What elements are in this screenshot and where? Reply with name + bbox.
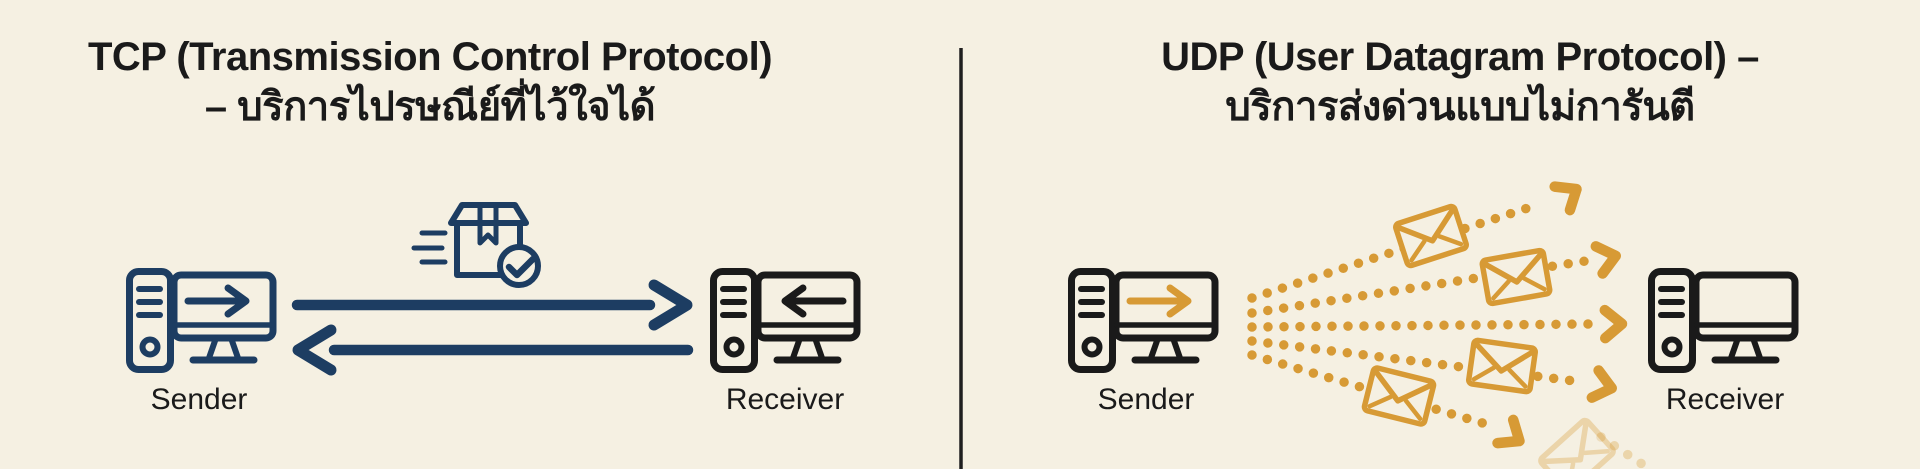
screen-arrow-left-icon — [785, 288, 843, 314]
envelope-icon — [1364, 367, 1435, 425]
screen-arrow-right-icon — [1130, 288, 1188, 314]
dotted-path-lost — [1596, 432, 1650, 469]
tcp-title-line2: – บริการไปรษณีย์ที่ไว้ใจได้ — [204, 85, 656, 129]
udp-receiver-label: Receiver — [1665, 383, 1785, 416]
arrowhead-icon — [1555, 177, 1585, 210]
arrowhead-icon — [1605, 310, 1622, 338]
tcp-receiver-computer-icon — [714, 272, 858, 370]
lost-envelope-icon — [1539, 419, 1615, 469]
screen-arrow-right-icon — [188, 288, 246, 314]
dotted-path — [1247, 350, 1491, 429]
speeding-package-with-check-icon — [411, 202, 541, 288]
tcp-sender-computer-icon — [130, 272, 274, 370]
tcp-send-arrow — [291, 279, 693, 331]
arrowhead-icon — [1498, 420, 1528, 453]
udp-receiver-computer-icon — [1652, 272, 1796, 370]
arrowhead-icon — [1592, 370, 1615, 401]
dotted-path — [1247, 319, 1597, 332]
udp-sender-computer-icon — [1072, 272, 1216, 370]
envelope-icon — [1468, 340, 1536, 392]
tcp-sender-label: Sender — [150, 383, 248, 416]
check-circle-icon — [497, 244, 541, 288]
tcp-title-line1: TCP (Transmission Control Protocol) — [87, 35, 773, 79]
udp-sender-label: Sender — [1097, 383, 1195, 416]
tcp-title: TCP (Transmission Control Protocol) – บร… — [0, 32, 860, 132]
envelope-icon — [1482, 250, 1551, 304]
udp-title-line1: UDP (User Datagram Protocol) – — [1161, 35, 1759, 79]
arrowhead-icon — [1596, 242, 1619, 273]
udp-packet-paths — [1247, 177, 1650, 469]
envelope-icon — [1395, 205, 1468, 266]
dotted-path — [1247, 199, 1545, 303]
tcp-ack-arrow — [292, 324, 694, 376]
package-ribbon — [477, 203, 499, 246]
udp-title: UDP (User Datagram Protocol) – บริการส่ง… — [1000, 32, 1920, 132]
udp-title-line2: บริการส่งด่วนแบบไม่การันตี — [1225, 85, 1695, 129]
udp-envelopes — [1364, 205, 1615, 469]
tcp-receiver-label: Receiver — [725, 383, 845, 416]
checkmark-icon — [505, 255, 537, 279]
